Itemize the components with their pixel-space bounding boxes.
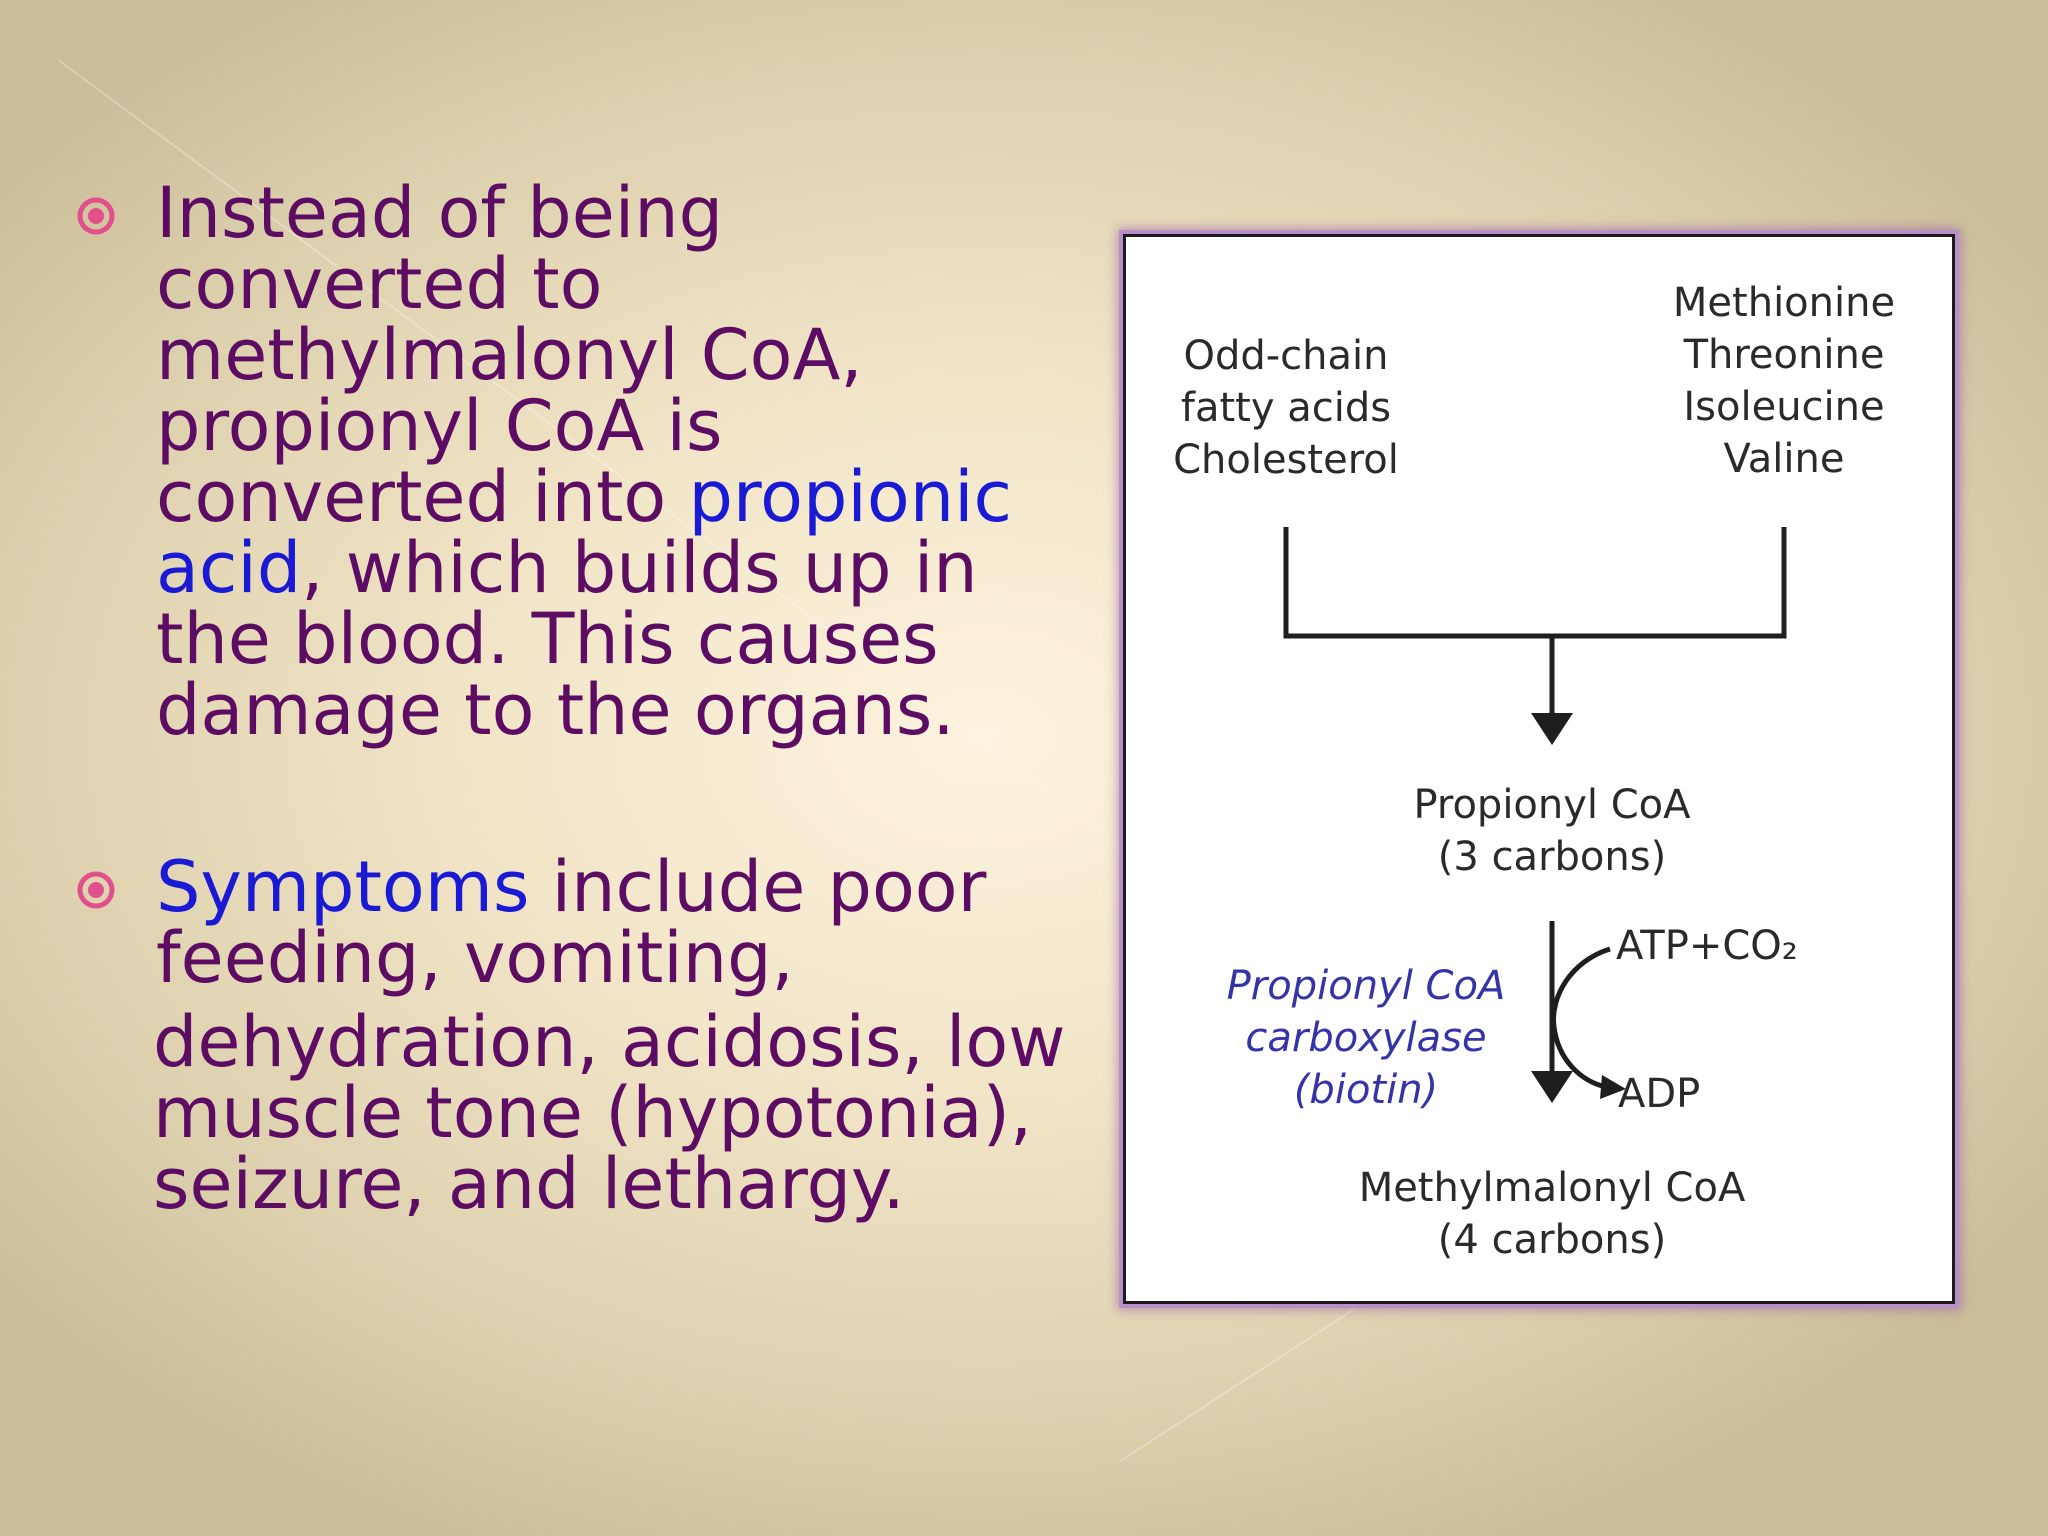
intermediate-label: Propionyl CoA (1413, 782, 1691, 828)
propionyl-coa-pathway-diagram: Odd-chain fatty acids Cholesterol Methio… (1123, 234, 1955, 1304)
bullet-text-continued: dehydration, acidosis, low muscle tone (… (153, 1001, 1066, 1225)
bullet-text-post: include poor feeding, vomiting, (156, 846, 987, 999)
right-source-label: Methionine (1673, 280, 1895, 326)
cofactor-in-label: ATP+CO₂ (1616, 923, 1798, 969)
circled-dot-bullet-icon (77, 197, 115, 235)
bullet-text: Symptoms include poor feeding, vomiting, (156, 852, 1076, 994)
bullet-text-pre: Instead of being converted to methylmalo… (156, 172, 863, 538)
cofactor-out-label: ADP (1618, 1071, 1700, 1117)
propionic-acid-link[interactable]: propionic acid (156, 456, 1013, 609)
left-source-label: Cholesterol (1173, 437, 1399, 483)
down-arrow-icon (1531, 1071, 1573, 1103)
right-source-label: Isoleucine (1683, 384, 1884, 430)
cofactor-arrowhead-icon (1600, 1075, 1626, 1099)
right-source-label: Threonine (1683, 332, 1885, 378)
product-label: Methylmalonyl CoA (1359, 1165, 1746, 1211)
intermediate-carbons-label: (3 carbons) (1438, 834, 1666, 880)
bullet-text: Instead of being converted to methylmalo… (156, 178, 1076, 746)
symptoms-link[interactable]: Symptoms (156, 846, 530, 928)
bullet-list: Instead of being converted to methylmalo… (0, 0, 1100, 1400)
right-source-label: Valine (1724, 436, 1845, 482)
left-source-label: fatty acids (1181, 385, 1391, 431)
enzyme-label: Propionyl CoA (1227, 963, 1506, 1009)
bullet-text-post: , which builds up in the blood. This cau… (156, 527, 978, 751)
enzyme-label: carboxylase (1245, 1015, 1486, 1061)
merge-bracket-line (1283, 527, 1787, 639)
left-source-label: Odd-chain (1183, 333, 1388, 379)
cofactor-curve (1551, 946, 1611, 1090)
down-arrow-icon (1531, 713, 1573, 745)
product-carbons-label: (4 carbons) (1438, 1217, 1666, 1263)
pathway-svg: Odd-chain fatty acids Cholesterol Methio… (1173, 280, 1895, 1263)
circled-dot-bullet-icon (77, 871, 115, 909)
enzyme-cofactor-label: (biotin) (1294, 1067, 1438, 1113)
